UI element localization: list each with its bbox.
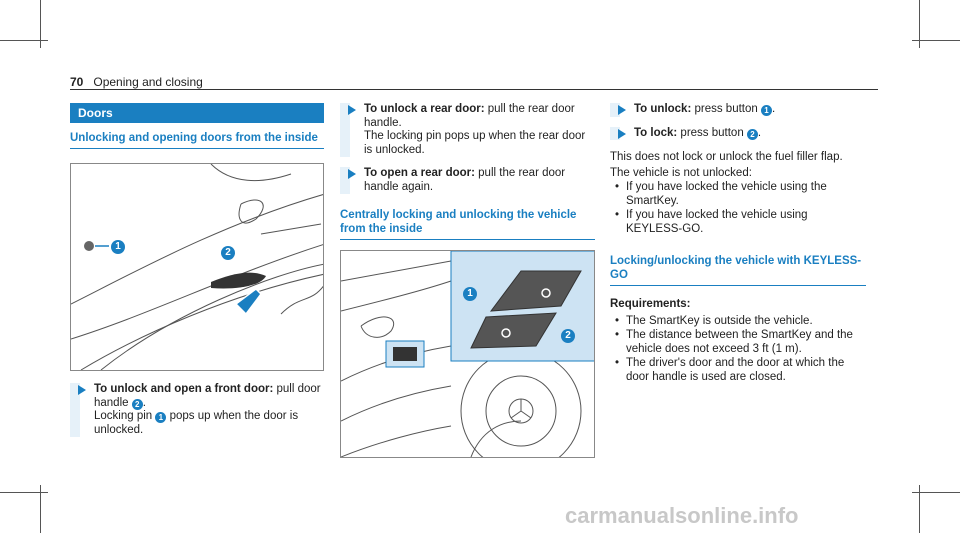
- step-lock: To lock: press button 2.: [610, 126, 866, 140]
- subhead-doors: Unlocking and opening doors from the ins…: [70, 131, 324, 149]
- section-title: Doors: [70, 103, 324, 123]
- step-unlock: To unlock: press button 1.: [610, 103, 866, 117]
- step-text: The locking pin pops up when the rear do…: [364, 130, 586, 156]
- crop-mark: [0, 492, 48, 493]
- fuel-flap-note: This does not lock or unlock the fuel fi…: [610, 151, 843, 163]
- step-bold: To open a rear door:: [364, 167, 475, 179]
- step-bar: [610, 103, 620, 117]
- front-door-figure: 1 2: [70, 163, 324, 371]
- step-text: pull the rear door handle.: [364, 103, 575, 129]
- callout-1: 1: [111, 240, 125, 254]
- step-text: pull the rear door handle again.: [364, 167, 566, 193]
- step-text: .: [771, 103, 776, 115]
- marker-1: 1: [155, 412, 167, 423]
- step-arrow-icon: [78, 385, 86, 395]
- column-3: To unlock: press button 1. To lock: pres…: [610, 103, 866, 384]
- page-number: 70: [70, 75, 84, 89]
- header-rule: [70, 89, 878, 90]
- bullet-item: The SmartKey is outside the vehicle.: [610, 314, 866, 328]
- step-arrow-icon: [618, 105, 626, 115]
- step-arrow-icon: [618, 128, 626, 139]
- page-header: 70 Opening and closing: [70, 75, 203, 89]
- crop-mark: [912, 40, 960, 41]
- chapter-title: Opening and closing: [93, 75, 203, 89]
- crop-mark: [0, 40, 48, 41]
- marker-2: 2: [131, 398, 143, 410]
- step-bar: [610, 126, 620, 140]
- step-arrow-icon: [348, 105, 356, 115]
- step-arrow-icon: [348, 169, 356, 179]
- step-bar: [70, 383, 80, 437]
- callout-2: 2: [221, 246, 235, 260]
- callout-2: 2: [561, 329, 575, 343]
- front-door-illustration: [71, 164, 323, 370]
- step-text: press button: [691, 103, 761, 115]
- step-text: .: [142, 396, 146, 409]
- step-text: Locking pin: [94, 410, 156, 422]
- step-text: pops up when the door is unlocked.: [94, 410, 299, 436]
- step-bar: [340, 103, 350, 157]
- bullet-item: If you have locked the vehicle using the…: [610, 180, 866, 208]
- step-bold: To lock:: [634, 126, 678, 139]
- central-locking-illustration: [341, 251, 594, 457]
- not-unlocked-note: The vehicle is not unlocked:: [610, 167, 752, 179]
- bullet-item: The driver's door and the door at which …: [610, 356, 866, 384]
- step-open-rear: To open a rear door: pull the rear door …: [340, 167, 595, 194]
- step-bold: To unlock:: [634, 103, 692, 115]
- watermark: carmanualsonline.info: [565, 503, 799, 528]
- column-2: To unlock a rear door: pull the rear doo…: [340, 103, 595, 458]
- step-bar: [340, 167, 350, 194]
- step-text: pull door handle: [94, 383, 321, 409]
- crop-mark: [919, 0, 920, 48]
- subhead-keyless-go: Locking/unlocking the vehicle with KEYLE…: [610, 254, 866, 286]
- step-text: .: [757, 126, 762, 139]
- marker-1: 1: [760, 105, 772, 116]
- bullet-item: The distance between the SmartKey and th…: [610, 328, 866, 356]
- bullet-item: If you have locked the vehicle using KEY…: [610, 208, 866, 236]
- callout-1: 1: [463, 287, 477, 301]
- step-bold: To unlock a rear door:: [364, 103, 485, 115]
- step-front-door: To unlock and open a front door: pull do…: [70, 383, 324, 437]
- central-locking-figure: 1 2: [340, 250, 595, 458]
- requirements-title: Requirements:: [610, 298, 691, 310]
- crop-mark: [919, 485, 920, 533]
- step-text: press button: [677, 126, 747, 139]
- marker-2: 2: [746, 128, 758, 140]
- crop-mark: [40, 0, 41, 48]
- subhead-central-locking: Centrally locking and unlocking the vehi…: [340, 208, 595, 240]
- crop-mark: [912, 492, 960, 493]
- crop-mark: [40, 485, 41, 533]
- step-bold: To unlock and open a front door:: [94, 383, 274, 395]
- step-unlock-rear: To unlock a rear door: pull the rear doo…: [340, 103, 595, 157]
- column-1: Doors Unlocking and opening doors from t…: [70, 103, 324, 447]
